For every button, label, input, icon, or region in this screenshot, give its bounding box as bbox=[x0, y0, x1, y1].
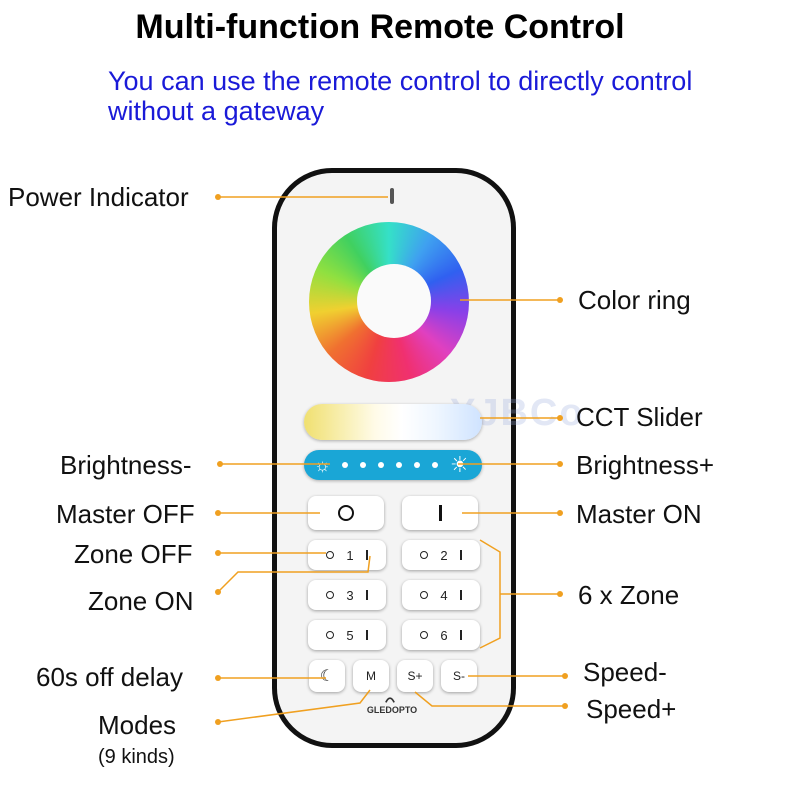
zone-on-icon[interactable] bbox=[459, 590, 462, 600]
zone-off-icon[interactable] bbox=[420, 551, 429, 559]
zone-number: 1 bbox=[346, 547, 354, 563]
label-master-on: Master ON bbox=[576, 499, 702, 529]
zone-2-button[interactable]: 2 bbox=[402, 540, 480, 570]
zone-on-icon[interactable] bbox=[459, 630, 462, 640]
zone-4-button[interactable]: 4 bbox=[402, 580, 480, 610]
zone-off-icon[interactable] bbox=[326, 591, 335, 599]
brightness-slider[interactable]: ☼ ☀ bbox=[304, 450, 482, 480]
zone-number: 4 bbox=[440, 587, 448, 603]
zone-6-button[interactable]: 6 bbox=[402, 620, 480, 650]
zone-on-icon[interactable] bbox=[365, 630, 368, 640]
label-off-delay: 60s off delay bbox=[36, 662, 183, 692]
zone-3-button[interactable]: 3 bbox=[308, 580, 386, 610]
brightness-dot bbox=[360, 462, 366, 468]
zone-number: 2 bbox=[440, 547, 448, 563]
label-brightness-plus: Brightness+ bbox=[576, 450, 715, 480]
zone-on-icon[interactable] bbox=[365, 550, 368, 560]
brand-logo-icon bbox=[385, 697, 395, 703]
zone-5-button[interactable]: 5 bbox=[308, 620, 386, 650]
page-title: Multi-function Remote Control bbox=[135, 8, 625, 46]
label-speed-minus: Speed- bbox=[583, 657, 667, 687]
brightness-dot bbox=[342, 462, 348, 468]
label-speed-plus: Speed+ bbox=[586, 694, 677, 724]
mode-button[interactable]: M bbox=[353, 660, 389, 692]
brand-logo-text: GLEDOPTO bbox=[366, 705, 418, 715]
label-six-zone: 6 x Zone bbox=[578, 580, 680, 610]
label-zone-off: Zone OFF bbox=[74, 539, 193, 569]
brightness-dot bbox=[414, 462, 420, 468]
brightness-dot bbox=[396, 462, 402, 468]
label-modes: Modes bbox=[98, 710, 177, 740]
color-ring-center bbox=[357, 264, 431, 338]
label-master-off: Master OFF bbox=[56, 499, 195, 529]
zone-on-icon[interactable] bbox=[459, 550, 462, 560]
label-brightness-minus: Brightness- bbox=[60, 450, 192, 480]
sun-icon[interactable]: ☼ bbox=[314, 455, 331, 475]
zone-off-icon[interactable] bbox=[326, 631, 335, 639]
speed-plus-button[interactable]: S+ bbox=[397, 660, 433, 692]
zone-off-icon[interactable] bbox=[420, 631, 429, 639]
power-off-icon bbox=[338, 505, 354, 521]
brightness-dot bbox=[432, 462, 438, 468]
label-zone-on: Zone ON bbox=[88, 586, 194, 616]
label-color-ring: Color ring bbox=[578, 285, 691, 315]
zone-number: 6 bbox=[440, 627, 448, 643]
zone-off-icon[interactable] bbox=[326, 551, 335, 559]
label-cct-slider: CCT Slider bbox=[576, 402, 703, 432]
label-power-indicator: Power Indicator bbox=[8, 182, 189, 212]
brightness-dot bbox=[378, 462, 384, 468]
zone-1-button[interactable]: 1 bbox=[308, 540, 386, 570]
subtitle: You can use the remote control to direct… bbox=[108, 66, 693, 126]
zone-off-icon[interactable] bbox=[420, 591, 429, 599]
master-off-button[interactable] bbox=[308, 496, 384, 530]
zone-on-icon[interactable] bbox=[365, 590, 368, 600]
moon-icon: ☾ bbox=[319, 668, 335, 685]
led-indicator-icon bbox=[390, 188, 394, 204]
label-modes-kinds: (9 kinds) bbox=[98, 746, 175, 768]
zone-number: 5 bbox=[346, 627, 354, 643]
zone-number: 3 bbox=[346, 587, 354, 603]
off-delay-button[interactable]: ☾ bbox=[309, 660, 345, 692]
power-on-icon bbox=[438, 505, 442, 521]
cct-slider[interactable] bbox=[304, 404, 482, 440]
